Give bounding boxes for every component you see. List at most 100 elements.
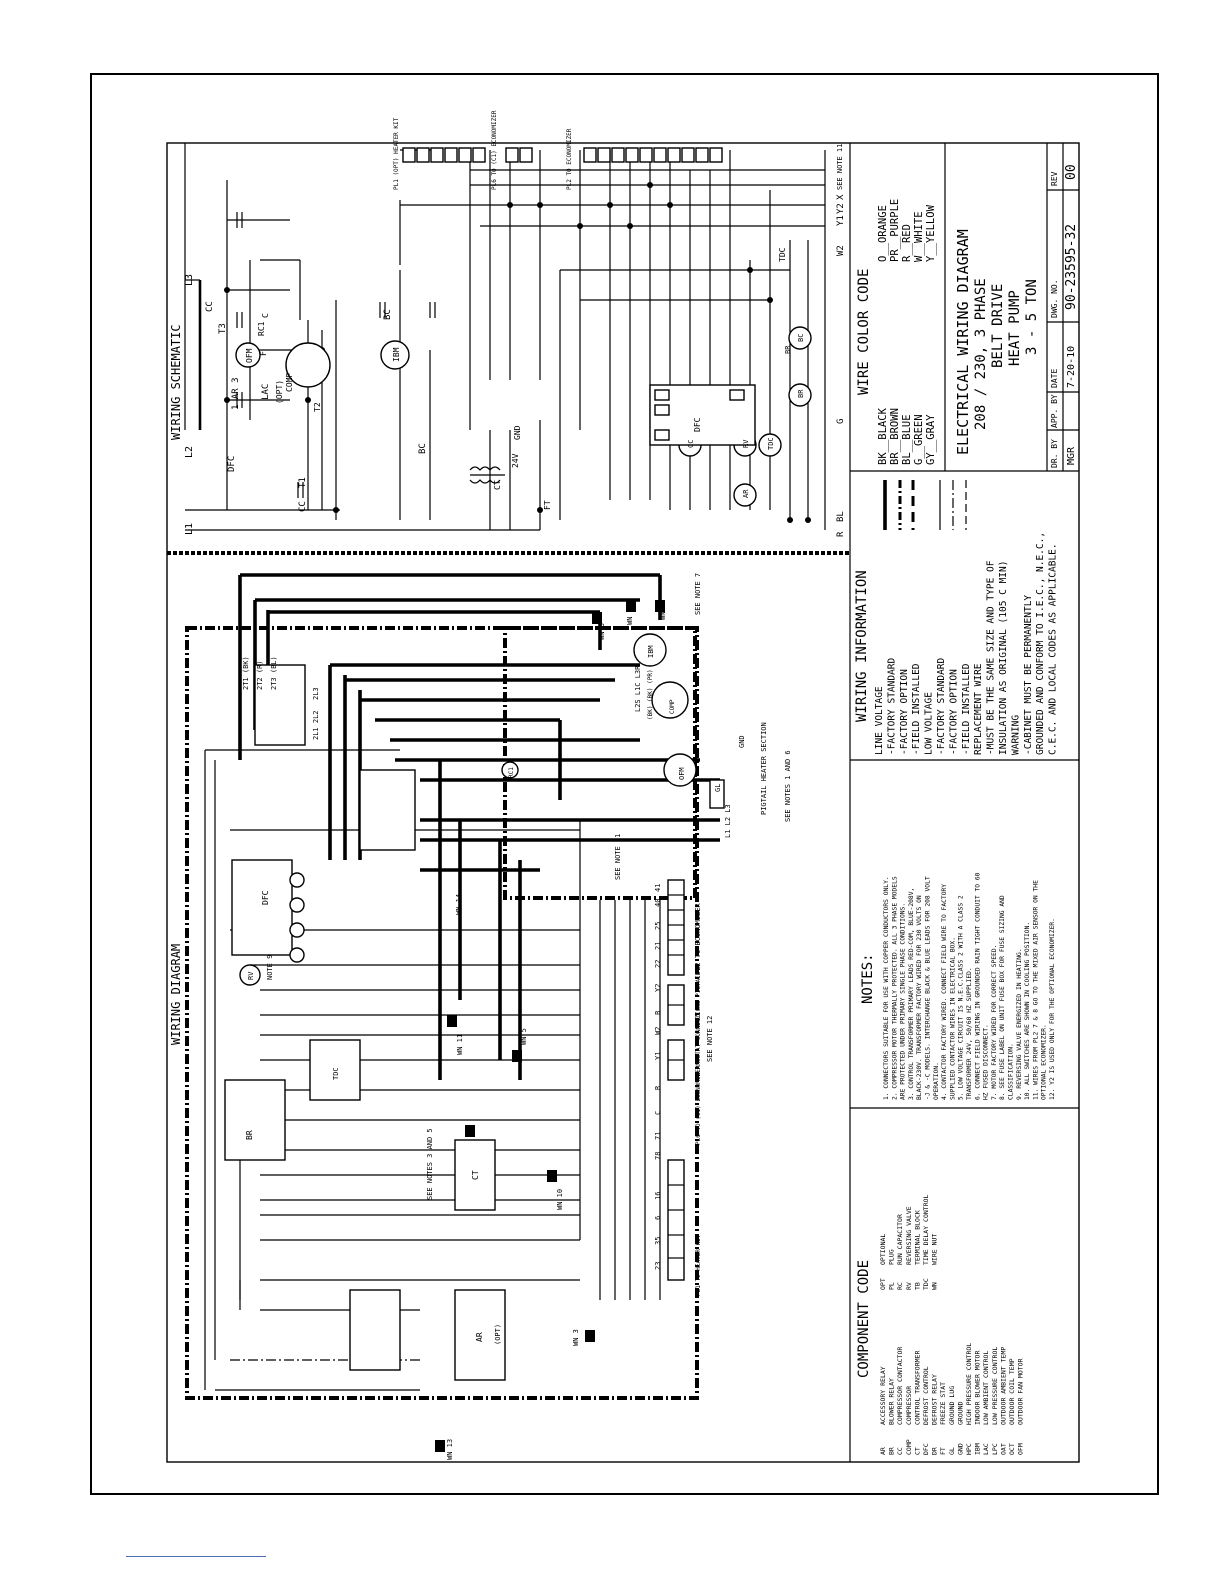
svg-text:GND: GND: [738, 735, 746, 748]
svg-text:TDC: TDC: [767, 437, 775, 450]
br-relay: [224, 1079, 286, 1161]
plug-strip-pl2: [667, 879, 685, 976]
svg-text:IBM: IBM: [647, 645, 655, 658]
svg-text:L1 L2 L3: L1 L2 L3: [724, 804, 732, 838]
svg-text:L1: L1: [184, 523, 195, 535]
plug-strip-pl1: [667, 1159, 685, 1281]
wire-color-entry: BL__BLUE: [901, 414, 913, 465]
component-code-desc: DEFROST CONTROL: [922, 1366, 930, 1425]
svg-text:CT: CT: [493, 480, 502, 490]
svg-text:35: 35: [654, 1237, 662, 1245]
svg-text:(BK) (BK) (PR): (BK) (BK) (PR): [647, 669, 654, 720]
svg-text:Y1: Y1: [836, 215, 846, 226]
component-code-desc: HIGH PRESSURE CONTROL: [965, 1343, 973, 1425]
component-code-abbr: HPC: [965, 1443, 973, 1455]
note-line: 7. MOTOR FACTORY WIRED FOR CORRECT SPEED…: [991, 945, 998, 1100]
component-code-desc: GROUND: [956, 1401, 964, 1425]
svg-text:OFM: OFM: [678, 767, 686, 780]
svg-text:2L1 2L2: 2L1 2L2: [312, 710, 320, 740]
svg-text:25: 25: [654, 922, 662, 930]
note-line: 9. REVERSING VALVE ENERGIZED IN HEATING.: [1016, 948, 1023, 1100]
wiring-diagram: WIRING DIAGRAM 2T1 (BK) 2T2 (R) 2T3 (BL)…: [169, 573, 792, 1460]
svg-text:WN 3: WN 3: [572, 1329, 580, 1346]
component-code-desc: OUTDOOR AMBIENT TEMP: [999, 1347, 1007, 1425]
component-code-desc: GROUND LUG: [948, 1386, 956, 1425]
component-code-desc: FREEZE STAT: [939, 1382, 947, 1425]
svg-text:CC: CC: [687, 440, 695, 448]
svg-text:THERMOSTAT CONNECTIONS PIGTAIL: THERMOSTAT CONNECTIONS PIGTAIL: [695, 971, 702, 1080]
title-block: ELECTRICAL WIRING DIAGRAM 208 / 230, 3 P…: [954, 164, 1079, 468]
wire-nuts: [435, 600, 665, 1452]
component-code-desc: TIME DELAY CONTROL: [922, 1194, 930, 1265]
svg-text:WN 14: WN 14: [455, 894, 463, 915]
rv-diagram: [239, 964, 261, 986]
svg-text:R: R: [836, 531, 846, 537]
svg-text:BC: BC: [383, 309, 393, 320]
component-code-abbr: FT: [939, 1447, 947, 1455]
svg-text:21: 21: [654, 942, 662, 950]
ar-coil: [733, 483, 757, 507]
wiring-diagram-title: WIRING DIAGRAM: [169, 944, 183, 1045]
svg-text:BC: BC: [797, 334, 805, 342]
svg-text:CC: CC: [298, 501, 308, 512]
wiring-info-line: -FACTORY STANDARD: [936, 657, 947, 755]
wire-color-entry: R__RED: [901, 224, 913, 262]
svg-text:SEE NOTE 7: SEE NOTE 7: [694, 573, 702, 615]
wire-color-entry: PR__PURPLE: [889, 199, 901, 262]
component-code-desc: COMPRESSOR: [905, 1386, 913, 1425]
svg-text:WN 11: WN 11: [456, 1034, 464, 1055]
ground-lug: [709, 779, 725, 809]
svg-text:PL6 TO (C1) ECONOMIZER: PL6 TO (C1) ECONOMIZER: [695, 1065, 702, 1145]
svg-text:WN 13: WN 13: [446, 1439, 454, 1460]
note-line: HZ FUSED DISCONNECT.: [983, 1024, 990, 1100]
drawn-by: MGR: [1066, 446, 1077, 465]
component-code-abbr: TDC: [922, 1278, 930, 1290]
svg-text:BR: BR: [797, 389, 805, 398]
component-code-desc: LOW PRESSURE CONTROL: [991, 1347, 999, 1425]
wiring-info-line: -FACTORY STANDARD: [886, 657, 897, 755]
plug-connector: [349, 1289, 401, 1371]
svg-text:PL6 TO (C1) ECONOMIZER: PL6 TO (C1) ECONOMIZER: [491, 110, 498, 190]
component-code-abbr: LPC: [991, 1443, 999, 1455]
title-line-4: HEAT PUMP: [1007, 290, 1023, 366]
dfc-board-diagram: [231, 859, 293, 956]
note-line: 3. CONTROL TRANSFORMER PRIMARY LEADS RED…: [908, 888, 915, 1100]
cc-contactor: [254, 664, 306, 746]
note-line: 11. WIRES FROM PL2 7 & 8 GO TO THE MIXED…: [1032, 880, 1039, 1100]
component-code-abbr: OAT: [999, 1443, 1007, 1455]
component-code-abbr: DFC: [922, 1443, 930, 1455]
wiring-info-line: -FIELD INSTALLED: [961, 663, 972, 755]
revision: 00: [1064, 164, 1079, 180]
drawing-date: 7-20-10: [1066, 346, 1077, 388]
note-line: TRANSFORMER 24V, 50/60 HZ SUPPLIED.: [966, 967, 973, 1100]
plug-strip-pl5: [667, 984, 685, 1026]
ct-transformer: [454, 1139, 496, 1211]
svg-text:BL: BL: [836, 511, 846, 522]
note-line: 4. CONTACTOR FACTORY WIRED. CONNECT FIEL…: [941, 884, 948, 1100]
page-frame: [90, 73, 1159, 1495]
note-line: CLASSIFICATION.: [1008, 1043, 1015, 1100]
schematic-title: WIRING SCHEMATIC: [169, 324, 183, 440]
component-code-desc: PLUG: [888, 1249, 896, 1265]
drawing-number: 90-23595-32: [1064, 224, 1079, 310]
component-code-desc: REVERSING VALVE: [905, 1206, 913, 1265]
note-line: 6. CONNECT FIELD WIRING IN GROUNDED RAIN…: [974, 872, 981, 1100]
svg-text:BR: BR: [245, 1130, 254, 1140]
svg-text:T2: T2: [313, 402, 322, 412]
component-code-abbr: OFM: [1017, 1443, 1025, 1455]
component-code-desc: RUN CAPACITOR: [896, 1214, 904, 1265]
svg-text:RC1: RC1: [508, 767, 515, 778]
svg-text:PIGTAIL HEATER SECTION: PIGTAIL HEATER SECTION: [760, 722, 768, 815]
ibm-diagram: [633, 633, 667, 667]
component-code-desc: WIRE NUT: [931, 1234, 939, 1265]
note-line: 1. CONNECTORS SUITABLE FOR USE WITH COPP…: [883, 876, 890, 1100]
svg-text:SEE NOTE 11: SEE NOTE 11: [836, 144, 844, 190]
svg-text:C: C: [654, 1111, 662, 1115]
svg-text:WN 10: WN 10: [556, 1189, 564, 1210]
tdc-coil: [758, 433, 782, 457]
component-code-desc: TERMINAL BLOCK: [913, 1210, 921, 1265]
note-line: 2. COMPRESSOR MOTOR THERMALLY PROTECTED.…: [891, 876, 898, 1100]
svg-text:F: F: [259, 351, 268, 356]
component-code-abbr: RC: [896, 1282, 904, 1290]
svg-text:PL1 TO HEATER KIT: PL1 TO HEATER KIT: [695, 1234, 702, 1296]
